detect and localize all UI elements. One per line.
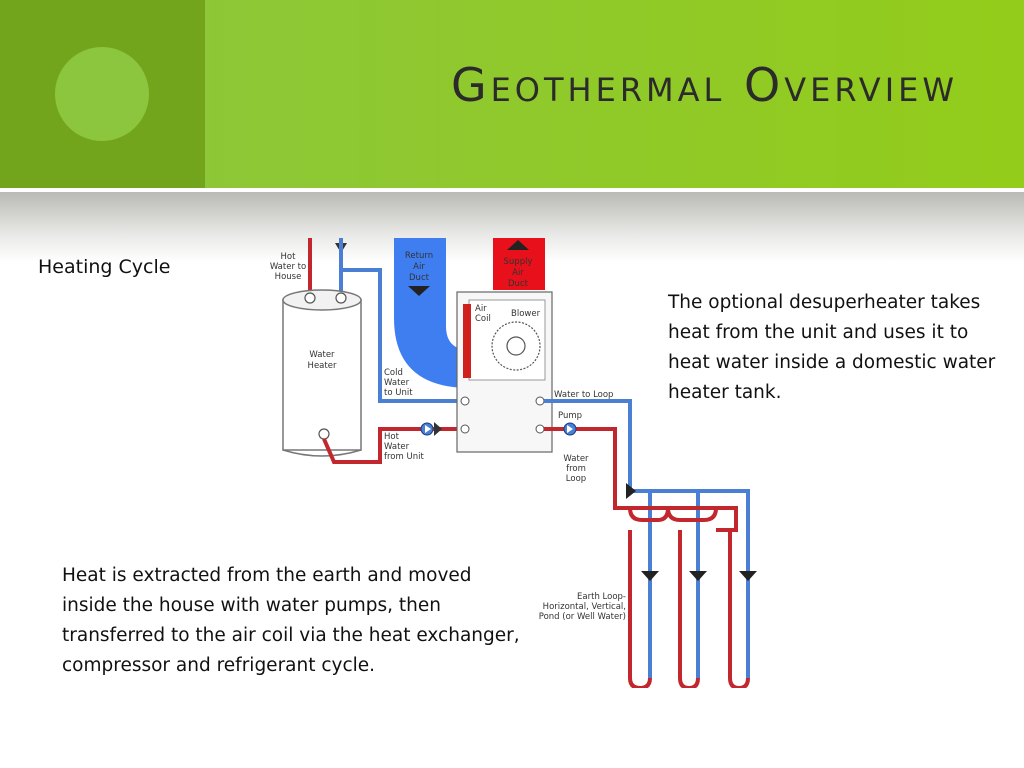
svg-text:Hot: Hot	[384, 432, 400, 442]
divider	[0, 188, 1024, 192]
heat-pump-unit	[456, 291, 553, 453]
supply-air-arrow-icon	[507, 240, 529, 250]
water-from-loop-label: Water from Loop	[563, 454, 589, 484]
svg-text:from Unit: from Unit	[384, 452, 424, 462]
svg-text:House: House	[275, 272, 302, 282]
svg-text:Water: Water	[309, 350, 335, 360]
loop-flow-arrow-icon	[626, 483, 636, 499]
water-heater-label: Water Heater	[308, 350, 337, 371]
hot-water-from-unit-label: Hot Water from Unit	[384, 432, 424, 462]
title-bar: Geothermal Overview	[0, 0, 1024, 188]
water-to-loop-label: Water to Loop	[554, 390, 613, 400]
cold-water-to-unit-label: Cold Water to Unit	[384, 368, 413, 398]
loop-u-1	[628, 530, 652, 688]
svg-text:Return: Return	[405, 251, 433, 261]
cold-water-to-unit-pipe	[339, 238, 464, 403]
svg-text:Duct: Duct	[508, 279, 529, 289]
svg-text:Cold: Cold	[384, 368, 403, 378]
decorative-circle-icon	[55, 47, 149, 141]
air-coil	[463, 304, 471, 378]
loop-pump-icon	[563, 422, 577, 436]
svg-text:Horizontal, Vertical,: Horizontal, Vertical,	[543, 602, 626, 612]
water-heater	[282, 289, 362, 457]
svg-text:Air: Air	[512, 268, 524, 278]
svg-text:from: from	[566, 464, 586, 474]
svg-text:Air: Air	[413, 262, 425, 272]
loop-arrow-1-icon	[641, 571, 659, 581]
loop-arrow-3-icon	[739, 571, 757, 581]
desuperheater-pump-icon	[420, 422, 442, 436]
loop-arrow-2-icon	[689, 571, 707, 581]
svg-text:Water: Water	[563, 454, 589, 464]
svg-text:Loop: Loop	[566, 474, 586, 484]
svg-text:Water: Water	[384, 442, 410, 452]
return-air-duct-label: Return Air Duct	[405, 251, 433, 283]
svg-text:to Unit: to Unit	[384, 388, 413, 398]
svg-text:Pond (or Well Water): Pond (or Well Water)	[539, 612, 626, 622]
svg-text:Duct: Duct	[409, 273, 430, 283]
svg-text:Earth Loop-: Earth Loop-	[577, 592, 626, 602]
air-coil-label: Air Coil	[475, 304, 491, 324]
loop-u-3	[728, 530, 750, 688]
hot-water-from-unit-pipe	[322, 427, 464, 464]
pump-label: Pump	[558, 411, 582, 421]
hot-water-to-house-label: Hot Water to House	[270, 252, 306, 282]
svg-text:Supply: Supply	[504, 257, 533, 267]
supply-air-duct-label: Supply Air Duct	[504, 257, 533, 289]
loop-manifold-red	[628, 506, 738, 532]
blower-label: Blower	[511, 309, 541, 319]
water-from-loop-pipe	[544, 427, 736, 510]
return-air-arrow-icon	[408, 286, 430, 296]
svg-text:Air: Air	[475, 304, 487, 314]
heating-cycle-description: Heat is extracted from the earth and mov…	[62, 565, 520, 676]
earth-loop-label: Earth Loop- Horizontal, Vertical, Pond (…	[539, 592, 626, 622]
svg-text:Water to: Water to	[270, 262, 306, 272]
diagram-caption: Heating Cycle	[38, 256, 171, 278]
slide-title: Geothermal Overview	[450, 58, 958, 112]
svg-text:Hot: Hot	[281, 252, 297, 262]
geothermal-diagram: Return Air Duct Supply Air Duct Hot Wate…	[270, 238, 757, 688]
svg-text:Heater: Heater	[308, 361, 337, 371]
loop-u-2	[678, 530, 700, 688]
svg-text:Water: Water	[384, 378, 410, 388]
return-air-duct	[394, 238, 470, 388]
title-bar-accent	[0, 0, 205, 188]
svg-text:Coil: Coil	[475, 314, 491, 324]
desuperheater-description: The optional desuperheater takes heat fr…	[668, 292, 996, 403]
